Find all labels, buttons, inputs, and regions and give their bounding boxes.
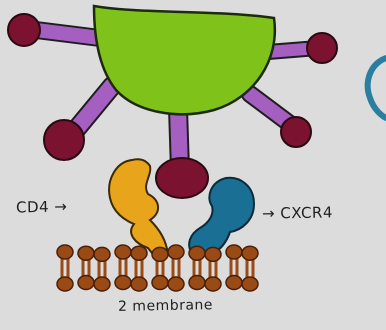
- lipid-head: [205, 277, 221, 291]
- spike-knob: [281, 117, 311, 147]
- lipid-head: [226, 245, 242, 259]
- lipid-head: [78, 276, 94, 290]
- lipid-head: [94, 277, 110, 291]
- lipid-head: [205, 247, 221, 261]
- cxcr4-label: → CXCR4: [262, 203, 333, 222]
- lipid-head: [57, 245, 73, 259]
- spike-knob: [307, 33, 337, 63]
- lipid-head: [115, 276, 131, 290]
- lipid-head: [152, 247, 168, 261]
- lipid-head: [242, 277, 258, 291]
- spike-knob: [156, 158, 208, 198]
- spike-knob: [8, 14, 40, 46]
- spike-knob: [44, 120, 84, 160]
- lipid-head: [189, 276, 205, 290]
- lipid-head: [78, 246, 94, 260]
- lipid-head: [131, 277, 147, 291]
- lipid-head: [115, 245, 131, 259]
- lipid-head: [152, 276, 168, 290]
- lipid-head: [189, 246, 205, 260]
- lipid-head: [168, 245, 184, 259]
- lipid-head: [168, 277, 184, 291]
- corner-arc-icon: [368, 58, 386, 118]
- lipid-bilayer: [57, 245, 258, 291]
- spike-stalk: [36, 30, 100, 38]
- membrane-label: 2 membrane: [118, 297, 213, 315]
- spike-stalk: [74, 86, 112, 132]
- lipid-head: [94, 247, 110, 261]
- lipid-head: [226, 276, 242, 290]
- lipid-head: [57, 277, 73, 291]
- lipid-head: [242, 246, 258, 260]
- cd4-label: CD4 →: [16, 198, 68, 217]
- lipid-head: [131, 246, 147, 260]
